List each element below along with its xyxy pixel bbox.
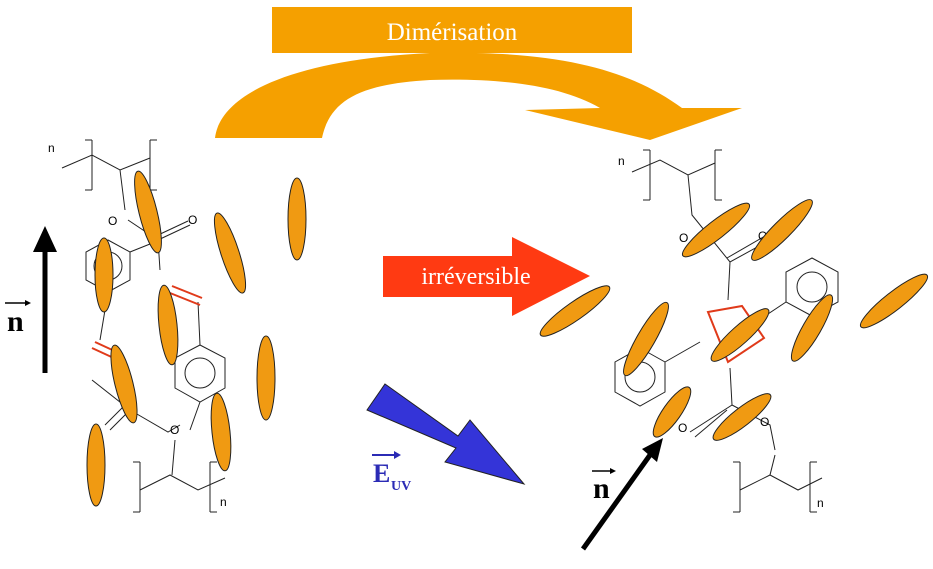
- right-bottom-backbone: [733, 461, 823, 513]
- uv-light-arrow: E UV: [366, 383, 526, 494]
- mesogen: [287, 177, 307, 261]
- curved-arrow-shape: [215, 52, 742, 140]
- mesogen: [681, 202, 751, 258]
- right-label-o-2: O: [758, 229, 767, 243]
- left-director: n: [5, 226, 57, 373]
- mesogen: [157, 284, 179, 366]
- mesogen: [790, 294, 834, 362]
- blue-arrow-shape: [366, 383, 526, 485]
- mesogen: [210, 392, 232, 472]
- e-field-symbol: E: [373, 459, 390, 488]
- left-label-o-3: O: [170, 423, 179, 437]
- right-top-backbone: [631, 149, 722, 201]
- mesogen: [86, 423, 106, 507]
- mesogen: [256, 335, 276, 421]
- right-n-vector-head: [610, 468, 616, 474]
- right-label-n-top: n: [618, 154, 625, 168]
- mesogen: [710, 308, 770, 362]
- left-director-arrowhead: [33, 226, 57, 252]
- left-label-o-2: O: [188, 213, 197, 227]
- mesogen: [712, 393, 772, 441]
- mesogen: [213, 212, 247, 294]
- right-director: n: [580, 438, 663, 551]
- left-bottom-backbone: [133, 461, 226, 513]
- left-n-symbol: n: [7, 305, 24, 338]
- right-director-arrow-line: [580, 453, 653, 551]
- mesogen: [859, 273, 929, 329]
- dimerisation-label: Dimérisation: [387, 19, 518, 46]
- right-label-o-4: O: [760, 415, 769, 429]
- right-label-o-3: O: [678, 421, 687, 435]
- left-label-o-1: O: [108, 214, 117, 228]
- right-director-arrowhead: [642, 438, 663, 462]
- right-label-n-bottom: n: [817, 496, 824, 510]
- right-n-symbol: n: [593, 472, 610, 505]
- e-vector-head: [394, 451, 401, 459]
- red-arrow-shape: [383, 237, 590, 316]
- mesogen: [751, 199, 813, 261]
- irreversible-arrow: irréversible: [383, 237, 590, 316]
- left-atom-labels: n O O O n: [48, 141, 227, 509]
- mesogen: [623, 301, 669, 377]
- right-label-o-1: O: [679, 231, 688, 245]
- right-atom-labels: n O O O O n: [618, 154, 824, 510]
- left-label-n-top: n: [48, 141, 55, 155]
- mesogen: [134, 170, 162, 254]
- mesogen: [539, 285, 611, 337]
- dimerisation-arrow: Dimérisation: [215, 7, 742, 140]
- mesogen: [110, 344, 138, 424]
- left-n-vector-head: [25, 300, 31, 306]
- mesogen: [652, 386, 692, 438]
- left-label-n-bottom: n: [220, 495, 227, 509]
- dimerisation-banner: [272, 7, 632, 53]
- left-top-backbone: [61, 139, 157, 191]
- irreversible-label: irréversible: [421, 264, 530, 290]
- e-field-subscript: UV: [391, 479, 411, 494]
- right-mesogens: [539, 199, 929, 441]
- mesogen: [94, 237, 114, 313]
- left-mesogens: [86, 170, 307, 507]
